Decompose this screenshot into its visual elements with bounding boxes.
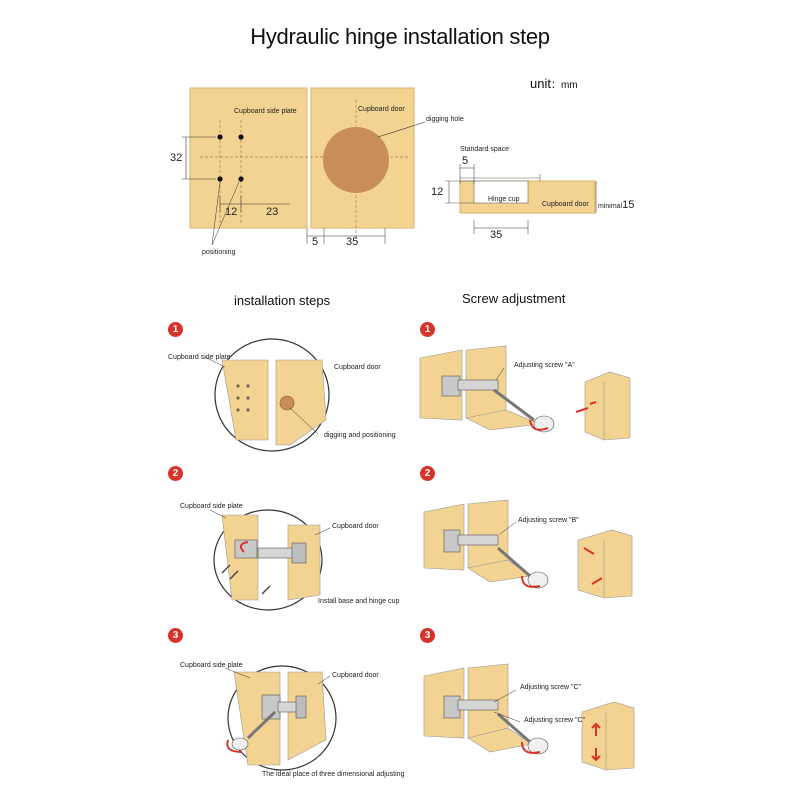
label-digging-hole: digging hole bbox=[426, 116, 464, 123]
dim-minimal-15: minimal15 bbox=[598, 199, 635, 211]
install-step-1-note: digging and positioning bbox=[324, 432, 396, 439]
dim-23: 23 bbox=[266, 206, 279, 218]
screw-step-3-badge: 3 bbox=[420, 628, 435, 643]
install-step-1-badge: 1 bbox=[168, 322, 183, 337]
screw-step-2-illustration bbox=[423, 499, 633, 599]
install-step-3-side-plate: Cupboard side plate bbox=[180, 662, 243, 669]
installation-heading: installation steps bbox=[234, 293, 331, 308]
install-step-2-badge: 2 bbox=[168, 466, 183, 481]
screw-step-3-illustration bbox=[423, 663, 635, 771]
dim-5: 5 bbox=[312, 236, 319, 248]
screw-step-1-label: Adjusting screw "A" bbox=[514, 362, 575, 369]
install-step-3-note: The ideal place of three dimensional adj… bbox=[262, 771, 405, 778]
screw-heading: Screw adjustment bbox=[462, 291, 566, 306]
hinge-cup-slot bbox=[473, 180, 529, 204]
screw-step-2-badge: 2 bbox=[420, 466, 435, 481]
page-title: Hydraulic hinge installation step bbox=[250, 24, 550, 49]
label-side-door: Cupboard door bbox=[542, 201, 589, 208]
screw-step-2-label: Adjusting screw "B" bbox=[518, 517, 579, 524]
dim-side-12: 12 bbox=[431, 186, 444, 198]
install-step-2-side-plate: Cupboard side plate bbox=[180, 503, 243, 510]
install-step-1-side-plate: Cupboard side plate bbox=[168, 354, 231, 361]
install-step-2-door: Cupboard door bbox=[332, 523, 379, 530]
dim-32: 32 bbox=[170, 152, 183, 164]
dim-side-35: 35 bbox=[490, 229, 503, 241]
side-plate-panel bbox=[189, 87, 308, 229]
positioning-dot bbox=[238, 134, 244, 140]
unit-label: unit：mm bbox=[530, 76, 578, 91]
digging-hole bbox=[323, 127, 389, 193]
screw-step-1-badge: 1 bbox=[420, 322, 435, 337]
dim-12: 12 bbox=[225, 206, 238, 218]
install-step-1-door: Cupboard door bbox=[334, 364, 381, 371]
screw-step-3-label-2: Adjusting screw "C" bbox=[524, 717, 585, 724]
positioning-dot bbox=[217, 176, 223, 182]
label-standard-space: Standard space bbox=[460, 146, 510, 153]
install-step-3-badge: 3 bbox=[168, 628, 183, 643]
dim-35: 35 bbox=[346, 236, 359, 248]
install-step-1-illustration bbox=[204, 338, 330, 452]
screw-step-3-label: Adjusting screw "C" bbox=[520, 684, 581, 691]
dim-side-5: 5 bbox=[462, 155, 469, 167]
positioning-dot bbox=[238, 176, 244, 182]
install-step-3-door: Cupboard door bbox=[332, 672, 379, 679]
positioning-dot bbox=[217, 134, 223, 140]
install-step-3-illustration bbox=[224, 665, 337, 771]
install-step-2-note: Install base and hinge cup bbox=[318, 598, 400, 605]
install-step-2-illustration bbox=[209, 509, 331, 611]
screw-step-1-illustration bbox=[419, 345, 631, 441]
label-positioning: positioning bbox=[202, 249, 236, 256]
label-side-plate: Cupboard side plate bbox=[234, 108, 297, 115]
label-door: Cupboard door bbox=[358, 106, 405, 113]
label-hinge-cup: Hinge cup bbox=[488, 196, 520, 203]
